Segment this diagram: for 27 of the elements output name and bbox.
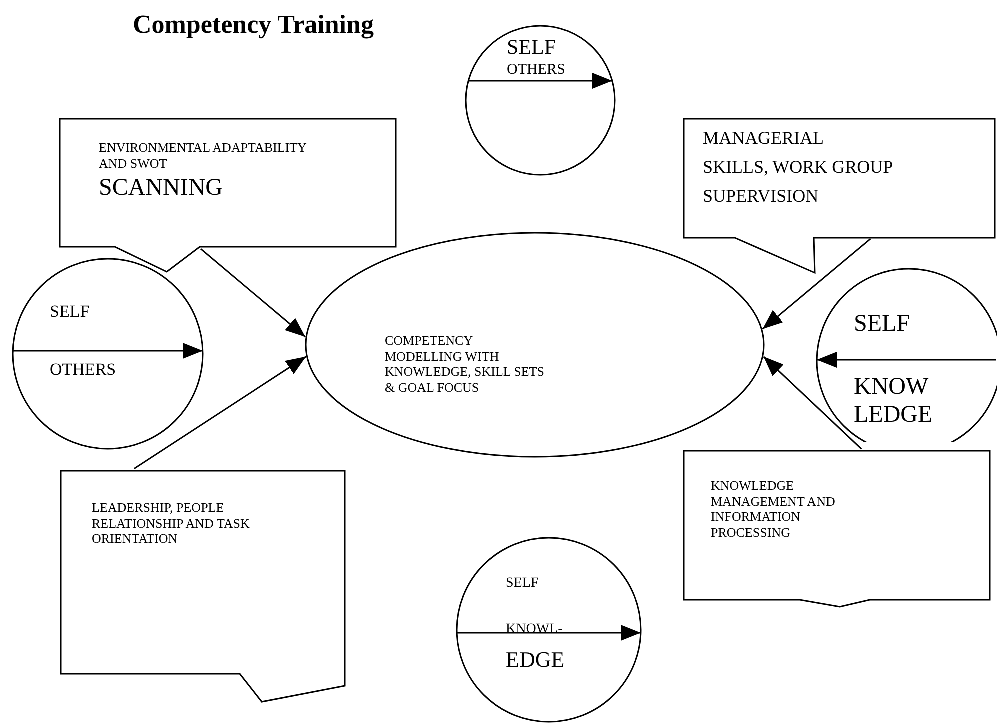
node-text: KNOWLEDGE MANAGEMENT AND INFORMATION PROCESSING [711,478,836,540]
node-text: LEADERSHIP, PEOPLE RELATIONSHIP AND TASK ORIENTATION [92,500,251,547]
node-text: SELF [506,576,540,593]
node-text: KNOW LEDGE [854,374,934,430]
node-text: OTHERS [507,61,566,79]
callout-box [60,470,346,704]
node-text: COMPETENCY MODELLING WITH KNOWLEDGE, SKILL SETS & GOAL FOCUS [385,333,546,396]
callout-box [683,118,996,275]
circle-node [12,258,204,450]
callout-box [59,118,397,274]
node-text: SCANNING [99,174,224,203]
node-text: ENVIRONMENTAL ADAPTABILITY AND SWOT [99,140,308,172]
node-text: MANAGERIAL SKILLS, WORK GROUP SUPERVISION [703,127,893,208]
callout-box [683,450,991,608]
diagram-title: Competency Training [133,10,374,40]
ellipse-node [305,232,765,458]
node-text: EDGE [506,647,566,674]
arrow [763,356,862,450]
arrow [134,356,307,470]
arrow [200,248,306,338]
node-text: SELF [507,35,558,60]
node-text: OTHERS [50,360,118,380]
node-text: SELF [50,302,91,322]
circle-node [465,25,616,176]
circle-node [456,537,642,723]
arrow [762,238,872,330]
node-text: SELF [854,310,912,339]
